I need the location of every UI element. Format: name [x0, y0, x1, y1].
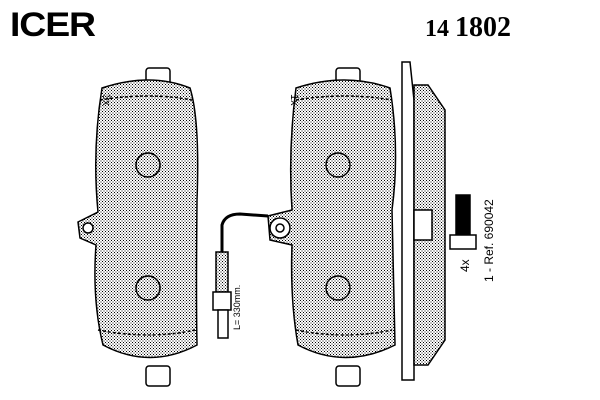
- pad-side-view: [401, 61, 446, 381]
- right-brake-pad: [267, 67, 397, 387]
- brand-logo: ICER: [10, 6, 96, 44]
- left-pad-qty: 3x: [100, 94, 112, 106]
- right-pad-qty: 1x: [288, 94, 300, 106]
- wear-sensor: [212, 212, 269, 339]
- bolt: [449, 194, 477, 250]
- part-prefix: 14: [425, 16, 449, 42]
- bolt-qty: 4x: [458, 259, 472, 272]
- left-brake-pad: [77, 67, 199, 387]
- part-number-main: 1802: [455, 12, 511, 43]
- reference-number: 1 - Ref. 690042: [482, 199, 496, 282]
- sensor-length: L= 330mm.: [232, 284, 242, 330]
